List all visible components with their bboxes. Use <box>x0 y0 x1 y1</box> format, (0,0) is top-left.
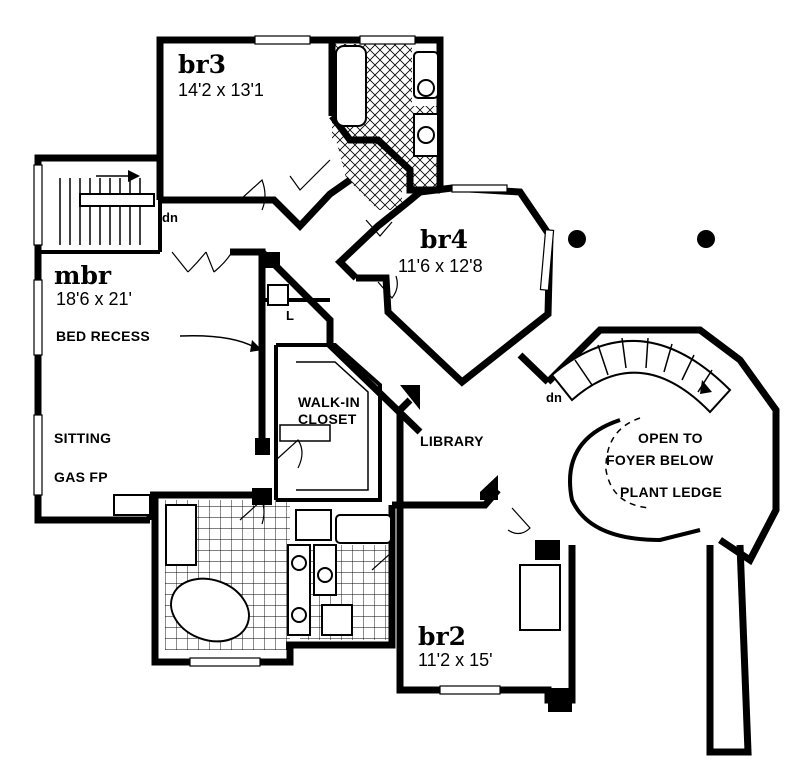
br2-name: br2 <box>418 622 466 651</box>
dn-spiral-label: dn <box>546 390 562 405</box>
dn-upper-label: dn <box>162 210 178 225</box>
foyer-below-label: FOYER BELOW <box>606 452 714 468</box>
upper-stairs <box>59 170 155 245</box>
walk-in-label: WALK-IN <box>298 394 360 410</box>
walls <box>34 36 780 756</box>
spiral-stair <box>550 337 732 543</box>
open-to-label: OPEN TO <box>638 430 703 446</box>
bed-recess-label: BED RECESS <box>56 328 150 344</box>
doors <box>171 178 531 579</box>
linen-label: L <box>286 308 294 323</box>
library-label: LIBRARY <box>420 433 484 449</box>
closet-details <box>113 159 561 631</box>
mbr-name: mbr <box>54 261 112 290</box>
br2-dims: 11'2 x 15' <box>418 650 493 670</box>
closet-label: CLOSET <box>298 411 357 427</box>
br3-dims: 14'2 x 13'1 <box>178 80 264 100</box>
br4-dims: 11'6 x 12'8 <box>398 256 483 276</box>
mbr-dims: 18'6 x 21' <box>56 289 132 309</box>
windows <box>33 35 555 695</box>
sitting-label: SITTING <box>54 430 111 446</box>
plant-ledge-label: PLANT LEDGE <box>620 484 722 500</box>
column-right <box>697 230 715 248</box>
bed-recess-arrow <box>179 335 262 352</box>
column-left <box>568 230 586 248</box>
gas-fp-label: GAS FP <box>54 469 108 485</box>
br3-name: br3 <box>178 50 226 79</box>
bath-fixtures <box>165 45 439 643</box>
br4-name: br4 <box>420 225 468 254</box>
